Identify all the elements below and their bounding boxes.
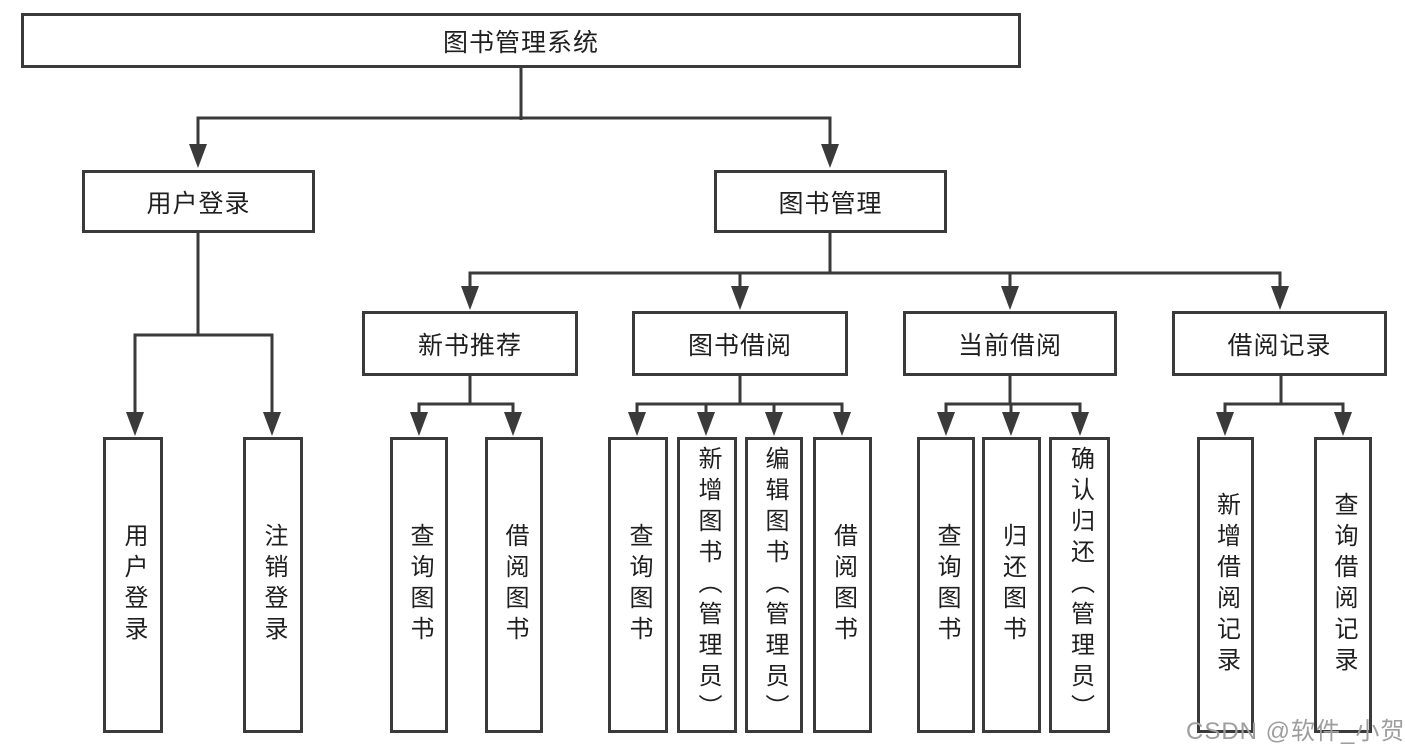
arrowhead <box>731 286 749 310</box>
arrowhead <box>410 412 428 436</box>
watermark: CSDN @软件_小贺同学 <box>1186 718 1405 745</box>
arrowhead <box>1271 286 1289 310</box>
leaf-label: 归还图书 <box>998 523 1026 647</box>
arrowhead <box>937 412 955 436</box>
leaf-return-books: 归还图书 <box>982 437 1041 733</box>
leaf-label: 借阅图书 <box>829 523 857 647</box>
node-library-system: 图书管理系统 <box>21 13 1021 68</box>
leaf-label: 借阅图书 <box>501 523 528 647</box>
leaf-label: 注销登录 <box>260 523 287 647</box>
node-label: 图书管理系统 <box>442 28 599 57</box>
connector-root <box>196 68 832 146</box>
leaf-label: 新增借阅记录 <box>1212 492 1240 678</box>
leaf-confirm-return-admin: 确认归还（管理员） <box>1049 437 1110 733</box>
leaf-label: 查询图书 <box>933 523 960 647</box>
arrowhead <box>1334 412 1352 436</box>
leaf-query-borrow-record: 查询借阅记录 <box>1314 437 1372 733</box>
leaf-query-books: 查询图书 <box>608 437 668 733</box>
node-label: 用户登录 <box>146 189 251 218</box>
connector-book-borrowing <box>635 376 844 414</box>
leaf-label: 查询图书 <box>625 523 652 647</box>
arrowhead <box>504 412 522 436</box>
arrowhead <box>189 144 207 168</box>
arrowhead <box>263 412 281 436</box>
leaf-label: 编辑图书（管理员） <box>761 445 788 725</box>
leaf-add-borrow-record: 新增借阅记录 <box>1197 437 1254 733</box>
node-borrowing-records: 借阅记录 <box>1172 311 1387 376</box>
leaf-label: 用户登录 <box>120 523 147 647</box>
arrowhead <box>697 412 715 436</box>
node-user-login: 用户登录 <box>82 170 315 233</box>
node-book-borrowing: 图书借阅 <box>632 311 848 376</box>
leaf-label: 确认归还（管理员） <box>1066 445 1094 725</box>
leaf-label: 新增图书（管理员） <box>694 445 721 725</box>
arrowhead <box>1001 286 1019 310</box>
arrowhead <box>461 286 479 310</box>
leaf-edit-books-admin: 编辑图书（管理员） <box>745 437 803 733</box>
connector-borrowing-records <box>1223 376 1345 414</box>
arrowhead <box>765 412 783 436</box>
arrowhead <box>821 144 839 168</box>
arrowhead <box>1216 412 1234 436</box>
leaf-label: 查询图书 <box>406 523 433 647</box>
leaf-query-books: 查询图书 <box>390 437 448 733</box>
node-new-book-recommendation: 新书推荐 <box>362 311 578 376</box>
leaf-borrow-books: 借阅图书 <box>813 437 872 733</box>
node-label: 借阅记录 <box>1227 331 1332 360</box>
leaf-add-books-admin: 新增图书（管理员） <box>677 437 737 733</box>
leaf-logout: 注销登录 <box>243 437 303 733</box>
arrowhead <box>833 412 851 436</box>
arrowhead <box>628 412 646 436</box>
node-current-borrowing: 当前借阅 <box>903 311 1117 376</box>
connector-book-management <box>468 233 1282 288</box>
leaf-borrow-books: 借阅图书 <box>485 437 543 733</box>
node-label: 图书管理 <box>778 189 883 218</box>
connector-user-login <box>133 233 274 414</box>
arrowhead <box>126 412 144 436</box>
node-book-management: 图书管理 <box>714 170 947 233</box>
leaf-label: 查询借阅记录 <box>1330 492 1357 678</box>
connector-current-borrowing <box>944 376 1082 414</box>
arrowhead <box>1071 412 1089 436</box>
connector-new-book-recommendation <box>417 376 515 414</box>
leaf-query-books: 查询图书 <box>917 437 975 733</box>
arrowhead <box>1002 412 1020 436</box>
node-label: 当前借阅 <box>957 331 1062 360</box>
leaf-user-login: 用户登录 <box>103 437 163 733</box>
node-label: 新书推荐 <box>417 331 522 360</box>
node-label: 图书借阅 <box>687 331 792 360</box>
